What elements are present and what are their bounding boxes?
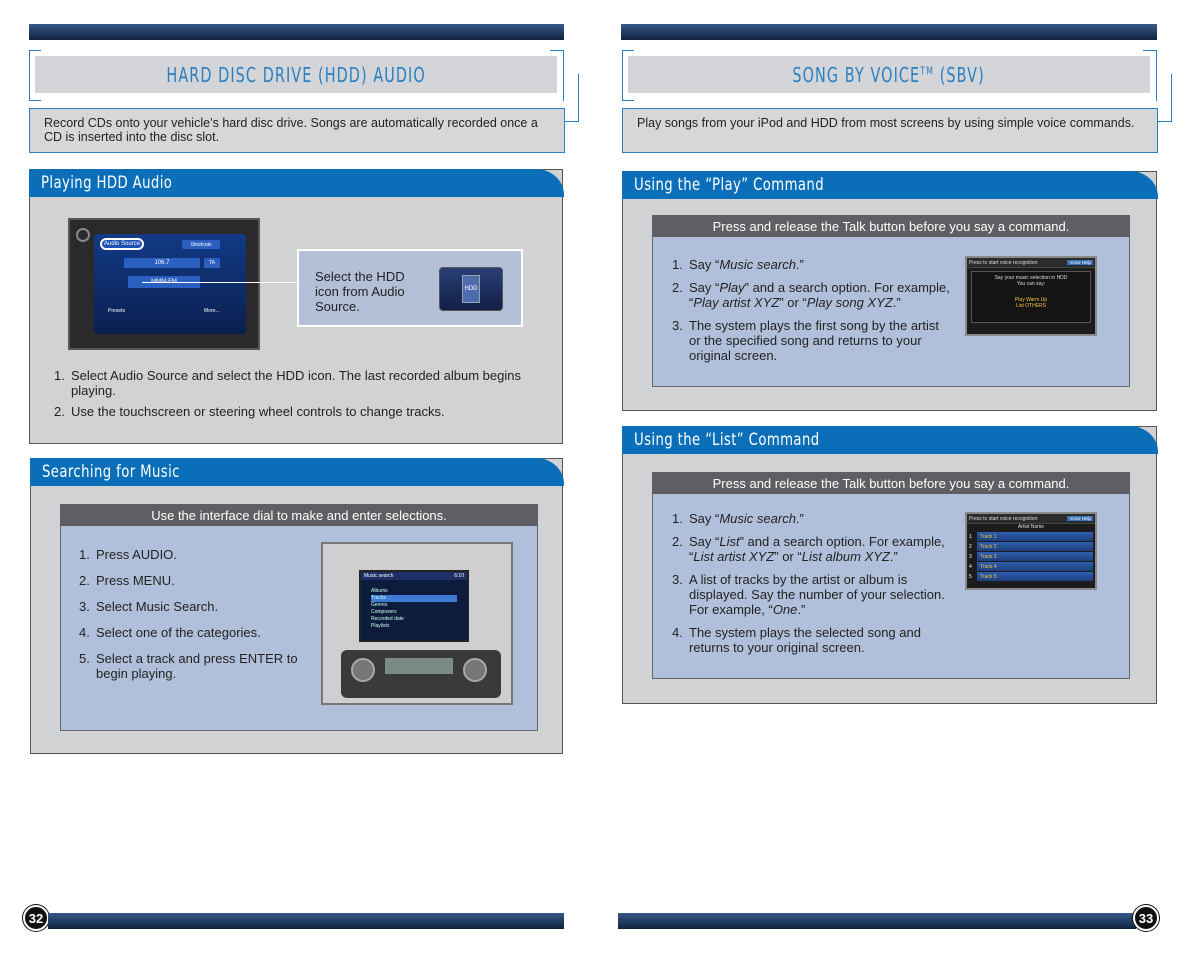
voice-prompt-box: Say your music selection in HDD You can …: [971, 271, 1091, 323]
audio-screen-image: Audio Source Shortcuts 106.7 TA MMM-FM P…: [68, 218, 260, 350]
bottom-rule-right: [618, 913, 1136, 929]
list-item[interactable]: Albums: [371, 588, 388, 594]
intro-text: Play songs from your iPod and HDD from m…: [622, 108, 1158, 153]
list-item[interactable]: Playlists: [371, 623, 390, 629]
temp-knob-icon[interactable]: [351, 658, 375, 682]
list-item: 2.Say “Play” and a search option. For ex…: [672, 280, 950, 310]
title-bracket-right: [550, 50, 564, 101]
title-connector: [564, 74, 579, 122]
list-item: 1.Select Audio Source and select the HDD…: [54, 368, 521, 398]
section-playing-hdd: Playing HDD Audio Audio Source Shortcuts…: [29, 169, 564, 444]
category-list: Albums Tracks Genres Composers Recorded …: [361, 580, 467, 630]
title-bracket-left: [29, 50, 41, 101]
list-item: 3.Select Music Search.: [79, 599, 219, 614]
section-play-command: Using the “Play” Command Press and relea…: [622, 171, 1158, 411]
title-bracket-left: [622, 50, 634, 101]
list-item: 2.Press MENU.: [79, 573, 175, 588]
list-item: 5.Select a track and press ENTER to begi…: [79, 651, 298, 681]
artist-name: Artist Name: [1017, 524, 1045, 530]
audio-source-button[interactable]: Audio Source: [100, 238, 144, 250]
section-heading: Searching for Music: [30, 458, 564, 486]
list-item: 2.Say “List” and a search option. For ex…: [672, 534, 945, 564]
instruction-bar: Press and release the Talk button before…: [652, 472, 1130, 494]
page-number-left: 32: [23, 905, 49, 931]
list-item: 1.Press AUDIO.: [79, 547, 177, 562]
list-item[interactable]: Tracks: [371, 595, 457, 602]
page-title: HARD DISC DRIVE (HDD) AUDIO: [35, 56, 557, 93]
intro-text: Record CDs onto your vehicle’s hard disc…: [29, 108, 565, 153]
list-item[interactable]: Genres: [371, 602, 388, 608]
top-rule-right: [621, 24, 1157, 40]
callout-line: [142, 282, 298, 283]
title-connector: [1157, 74, 1172, 122]
frequency-display: 106.7: [124, 258, 200, 268]
section-list-command: Using the “List” Command Press and relea…: [622, 426, 1158, 704]
list-item: 4.The system plays the selected song and…: [672, 625, 921, 655]
list-item[interactable]: Recorded date: [371, 616, 404, 622]
list-item: 4.Select one of the categories.: [79, 625, 261, 640]
hdd-icon-label: HDD: [462, 275, 480, 303]
searching-steps: 1.Press AUDIO. 2.Press MENU. 3.Select Mu…: [79, 547, 309, 681]
hdd-icon: HDD: [439, 267, 503, 311]
page-number-right: 33: [1133, 905, 1159, 931]
list-item: 3.A list of tracks by the artist or albu…: [672, 572, 945, 617]
temp-knob-icon[interactable]: [463, 658, 487, 682]
presets-button[interactable]: Presets: [108, 308, 125, 314]
top-rule-left: [29, 24, 564, 40]
instruction-bar: Use the interface dial to make and enter…: [60, 504, 538, 526]
section-searching: Searching for Music Use the interface di…: [30, 458, 564, 754]
list-item: 1.Say “Music search.”: [672, 257, 804, 272]
section-heading: Using the “List” Command: [622, 426, 1158, 454]
playing-steps: 1.Select Audio Source and select the HDD…: [54, 368, 544, 419]
page-title: SONG BY VOICETM (SBV): [628, 56, 1150, 93]
ta-button[interactable]: TA: [204, 258, 220, 268]
hdd-callout: Select the HDD icon from Audio Source. H…: [297, 249, 523, 327]
title-bracket-right: [1143, 50, 1157, 101]
play-steps: 1.Say “Music search.” 2.Say “Play” and a…: [672, 257, 952, 363]
shortcuts-button[interactable]: Shortcuts: [182, 240, 220, 249]
climate-display: [385, 658, 453, 674]
more-button[interactable]: More...: [204, 308, 220, 314]
list-steps: 1.Say “Music search.” 2.Say “List” and a…: [672, 511, 952, 655]
instruction-bar: Press and release the Talk button before…: [652, 215, 1130, 237]
knob-icon: [76, 228, 90, 242]
list-item: 3.The system plays the first song by the…: [672, 318, 939, 363]
bottom-rule-left: [48, 913, 564, 929]
list-item: 2.Use the touchscreen or steering wheel …: [54, 404, 445, 419]
list-item: 1.Say “Music search.”: [672, 511, 804, 526]
section-heading: Using the “Play” Command: [622, 171, 1158, 199]
climate-controls: [341, 650, 501, 698]
list-item[interactable]: Composers: [371, 609, 397, 615]
section-heading: Playing HDD Audio: [29, 169, 564, 197]
callout-text: Select the HDD icon from Audio Source.: [315, 269, 405, 314]
touchscreen: Audio Source Shortcuts 106.7 TA MMM-FM P…: [94, 234, 246, 334]
